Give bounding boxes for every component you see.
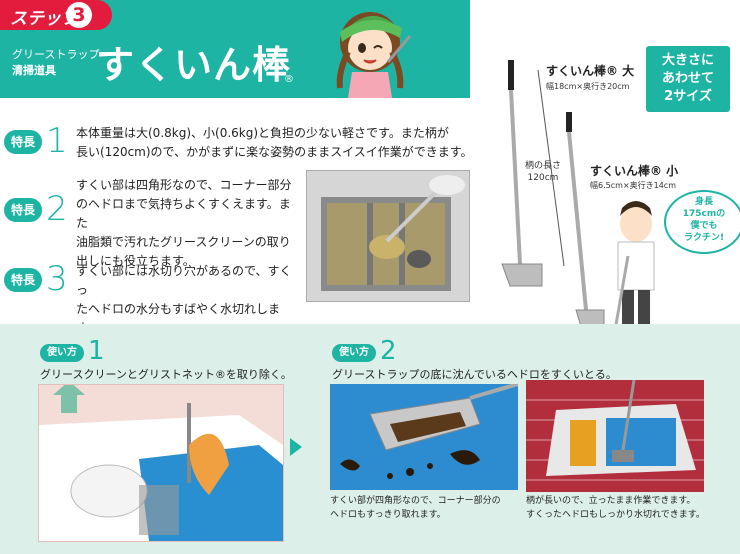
bubble-line-3: 僕でも (690, 221, 718, 231)
feature-3-line-1: すくい部には水切り穴があるので、すくっ (76, 264, 292, 297)
feature-1-line-1: 本体重量は大(0.8kg)、小(0.6kg)と負担の少ない軽さです。また柄が (76, 126, 449, 140)
usage-text-1: グリースクリーンとグリストネット®を取り除く。 (40, 368, 292, 381)
feature-2-line-2: のヘドロまで気持ちよくすくえます。また (76, 197, 291, 230)
speech-bubble-text: 身長 175cmの 僕でも ラクチン! (666, 196, 740, 244)
feature-badge-1: 特長 (4, 130, 42, 154)
usage-3-caption: 柄が長いので、立ったまま作業できます。 すくったヘドロもしっかり水切れできます。 (526, 494, 732, 522)
handle-length-label: 柄の長さ 120cm (519, 160, 567, 184)
step-label: ステップ (10, 9, 78, 29)
usage-3-illustration (526, 380, 704, 492)
usage-1-illustration (38, 384, 284, 542)
small-product-dims: 幅6.5cm×奥行き14cm (590, 181, 676, 190)
small-product-name: すくいん棒® 小 (590, 164, 679, 178)
large-product-dims: 幅18cm×奥行き20cm (546, 82, 630, 91)
caption-2-line-2: ヘドロもすっきり取れます。 (330, 510, 446, 520)
usage-text-2: グリーストラップの底に沈んでいるヘドロをすくいとる。 (332, 368, 617, 381)
step-badge (0, 0, 112, 30)
product-tools-illustration (501, 60, 655, 338)
size-line-2: あわせて (661, 71, 714, 86)
subtitle-line-1: グリーストラップ (12, 48, 100, 61)
handle-line-2: 120cm (527, 173, 559, 183)
bubble-line-1: 身長 (694, 197, 713, 207)
speech-bubble (664, 190, 740, 254)
large-product-name: すくいん棒® 大 (546, 64, 635, 78)
product-title: すくいん棒 (96, 43, 292, 87)
feature-number-1: 1 (46, 121, 68, 161)
feature-2-line-3: 油脂類で汚れたグリースクリーンの取り (76, 235, 291, 249)
handle-line-1: 柄の長さ (524, 161, 561, 171)
feature-number-2: 2 (46, 189, 68, 229)
bubble-line-4: ラクチン! (683, 233, 725, 243)
usage-badge-1: 使い方 (40, 344, 84, 362)
size-line-1: 大きさに (661, 53, 714, 68)
bubble-line-2: 175cmの (682, 209, 726, 219)
caption-3-line-1: 柄が長いので、立ったまま作業できます。 (526, 496, 696, 506)
feature-number-3: 3 (46, 259, 68, 299)
feature-badge-2: 特長 (4, 198, 42, 222)
girl-mascot-illustration (336, 12, 412, 98)
registered-mark: ® (284, 74, 294, 85)
usage-2-illustration (330, 384, 518, 490)
caption-2-line-1: すくい部が四角形なので、コーナー部分の (330, 496, 501, 506)
size-line-3: 2サイズ (664, 89, 712, 104)
usage-number-1: 1 (88, 336, 105, 366)
feature-text-1: 本体重量は大(0.8kg)、小(0.6kg)と負担の少ない軽さです。また柄が 長… (76, 124, 476, 162)
size-info-text: 大きさに あわせて 2サイズ (646, 52, 730, 106)
size-info-box (646, 46, 730, 112)
usage-2-caption: すくい部が四角形なので、コーナー部分の ヘドロもすっきり取れます。 (330, 494, 530, 522)
usage-number-2: 2 (380, 336, 397, 366)
usage-badge-2: 使い方 (332, 344, 376, 362)
feature-2-line-1: すくい部は四角形なので、コーナー部分 (76, 178, 292, 192)
subtitle-line-2: 清掃道具 (12, 64, 56, 77)
grease-trap-photo (306, 170, 470, 302)
feature-2-line-4: 出しにも役立ちます。 (76, 254, 195, 268)
step-number: 3 (66, 2, 92, 28)
feature-text-2: すくい部は四角形なので、コーナー部分 のヘドロまで気持ちよくすくえます。また 油… (76, 176, 302, 271)
feature-badge-3: 特長 (4, 268, 42, 292)
caption-3-line-2: すくったヘドロもしっかり水切れできます。 (526, 510, 705, 520)
arrow-right-icon (290, 438, 302, 456)
feature-1-line-2: 長い(120cm)ので、かがまずに楽な姿勢のままスイスイ作業ができます。 (76, 145, 473, 159)
